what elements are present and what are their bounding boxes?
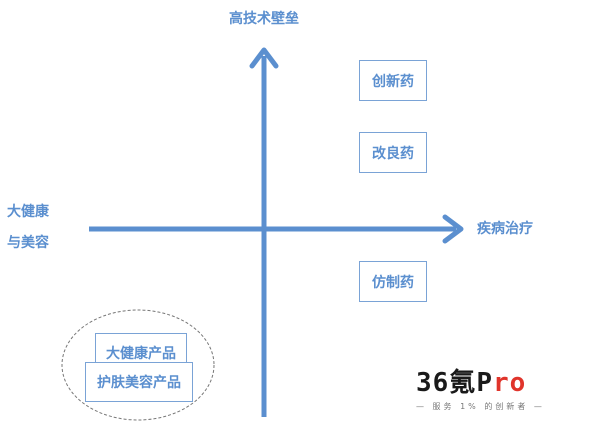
ellipse-group-outline	[61, 309, 215, 421]
watermark-logo: 36氪Pro — 服务 1% 的创新者 —	[416, 370, 545, 412]
brand-tagline: — 服务 1% 的创新者 —	[416, 402, 545, 411]
brand-p: P	[476, 368, 493, 398]
brand-ro: ro	[492, 368, 527, 398]
box-generic-drug: 仿制药	[359, 261, 427, 302]
box-innovative-drug: 创新药	[359, 60, 427, 101]
x-axis-left-label-line2: 与美容	[7, 235, 49, 251]
x-axis-right-label: 疾病治疗	[477, 221, 533, 237]
brand-wordmark: 36氪Pro	[416, 370, 538, 396]
box-improved-drug: 改良药	[359, 132, 427, 173]
y-axis-arrow-icon	[249, 47, 279, 69]
x-axis-left-label-line1: 大健康	[7, 204, 49, 220]
brand-prefix: 36氪	[416, 368, 477, 398]
y-axis-top-label: 高技术壁垒	[229, 11, 299, 27]
box-skincare-products: 护肤美容产品	[85, 362, 193, 402]
x-axis-arrow-icon	[442, 214, 464, 244]
